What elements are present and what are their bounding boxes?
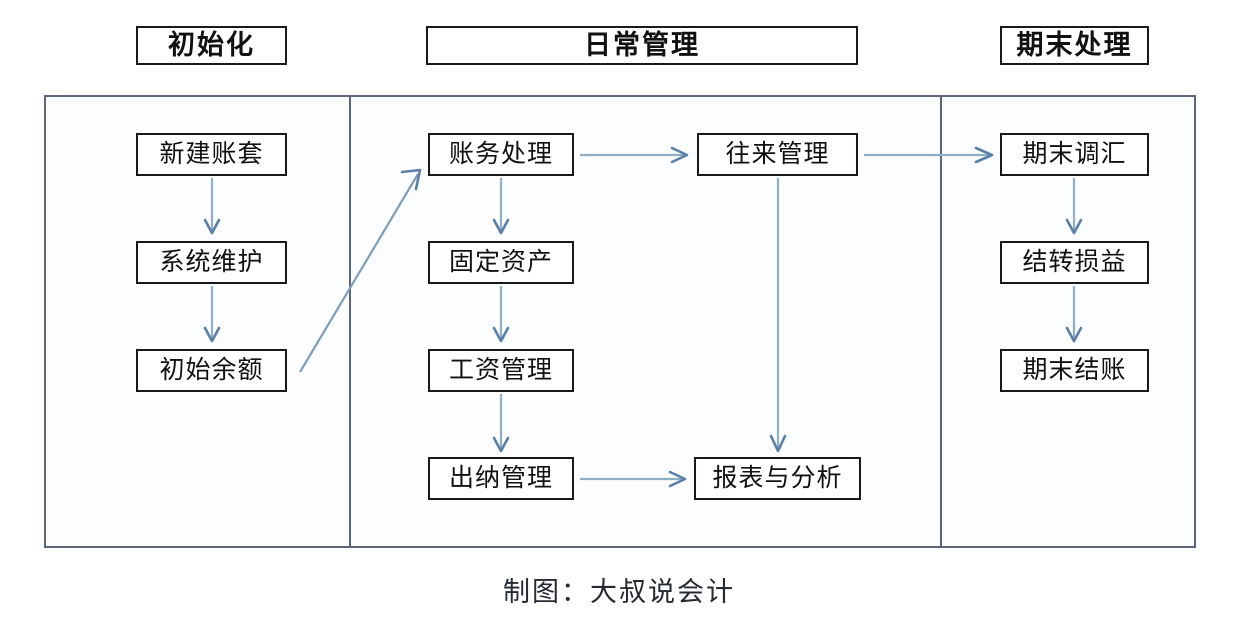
column-divider-right — [940, 95, 942, 548]
diagram-caption: 制图：大叔说会计 — [503, 577, 735, 607]
section-header-daily-management: 日常管理 — [426, 26, 858, 65]
section-header-initialization: 初始化 — [136, 26, 287, 65]
node-label: 新建账套 — [159, 140, 264, 168]
node-payroll-management[interactable]: 工资管理 — [428, 349, 574, 392]
node-cashier-management[interactable]: 出纳管理 — [428, 457, 574, 500]
node-label: 工资管理 — [448, 356, 553, 384]
node-label: 固定资产 — [448, 248, 553, 276]
node-new-account-set[interactable]: 新建账套 — [136, 133, 287, 176]
node-label: 系统维护 — [159, 248, 264, 276]
node-label: 初始余额 — [159, 356, 264, 384]
node-period-end-closing[interactable]: 期末结账 — [1000, 349, 1149, 392]
node-system-maintenance[interactable]: 系统维护 — [136, 241, 287, 284]
node-reports-and-analysis[interactable]: 报表与分析 — [694, 457, 861, 500]
section-header-label: 初始化 — [168, 30, 255, 60]
section-header-label: 日常管理 — [584, 30, 700, 60]
node-accounting-processing[interactable]: 账务处理 — [428, 133, 574, 176]
node-current-account-management[interactable]: 往来管理 — [697, 133, 858, 176]
node-label: 期末调汇 — [1022, 140, 1127, 168]
node-label: 期末结账 — [1022, 356, 1127, 384]
column-divider-left — [349, 95, 351, 548]
node-initial-balance[interactable]: 初始余额 — [136, 349, 287, 392]
node-label: 出纳管理 — [448, 464, 553, 492]
node-profit-and-loss-transfer[interactable]: 结转损益 — [1000, 241, 1149, 284]
node-fixed-assets[interactable]: 固定资产 — [428, 241, 574, 284]
section-header-period-end: 期末处理 — [1000, 26, 1149, 65]
section-header-label: 期末处理 — [1016, 30, 1133, 60]
node-label: 账务处理 — [448, 140, 553, 168]
node-label: 报表与分析 — [712, 464, 843, 492]
node-label: 结转损益 — [1022, 248, 1127, 276]
node-period-end-fx-adjustment[interactable]: 期末调汇 — [1000, 133, 1149, 176]
node-label: 往来管理 — [725, 140, 830, 168]
